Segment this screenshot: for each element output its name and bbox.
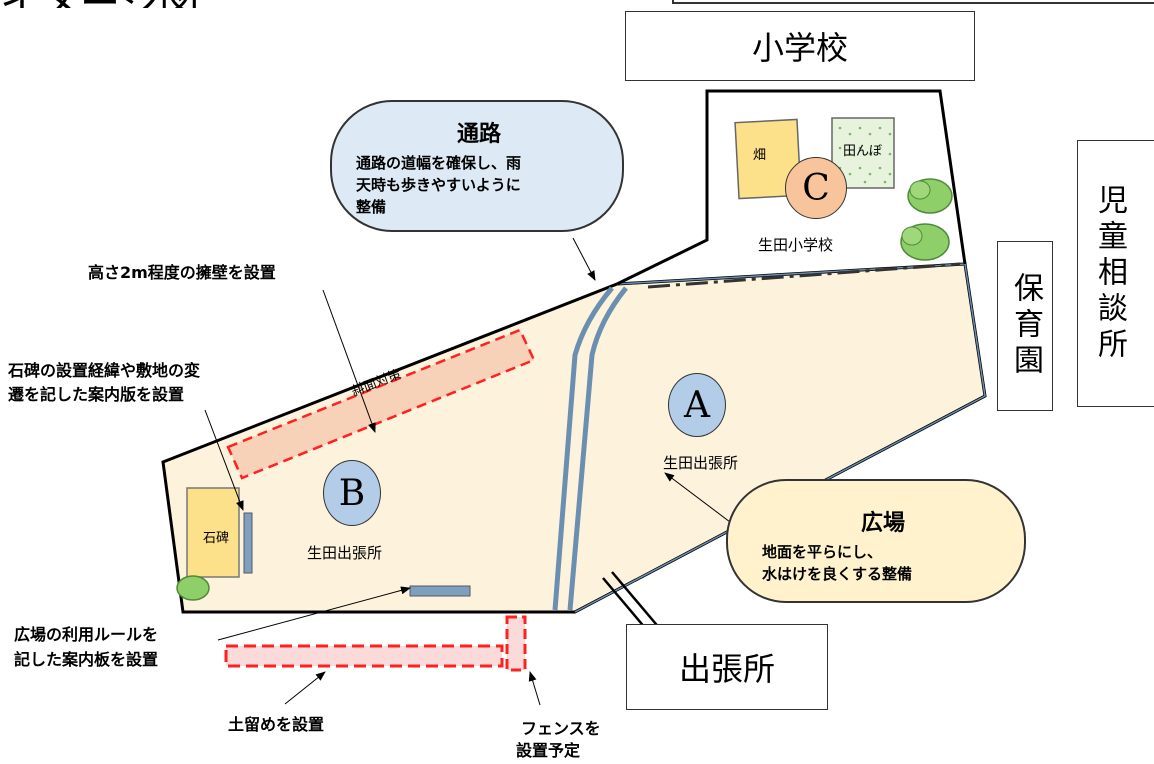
passage-path-left [552,286,614,611]
arrow-monument-board [204,409,244,511]
arrow-retaining-wall [322,289,376,433]
entrance-line-2 [611,571,662,631]
passage-callout-line3: 整備 [356,198,387,216]
arrow-fence [528,671,541,706]
plaza-rules-note-line1: 広場の利用ルールを [14,625,159,644]
top-frame [672,0,1154,4]
passage-path-right [567,286,628,611]
plaza-callout-title: 広場 [860,511,905,536]
fence-note-line2: 設置予定 [516,741,581,760]
branch-office-box: 出張所 [626,624,828,710]
nursery-label: 保育園 [1008,272,1043,380]
field-label: 畑 [753,148,767,163]
monument-rect [186,487,240,578]
branch-office-label: 出張所 [678,650,775,688]
area-a-label: 生田出張所 [663,454,739,472]
plaza-rules-note-line2: 記した案内板を設置 [14,650,159,669]
elementary-school-label: 小学校 [751,29,848,67]
school-site-divider [647,262,961,289]
passage-callout-line1: 通路の道幅を確保し、雨 [356,154,522,172]
monument-board [243,512,253,574]
retaining-wall-note: 高さ2m程度の擁壁を設置 [88,263,276,282]
elementary-school-box: 小学校 [625,11,975,81]
area-c-label: 生田小学校 [758,236,834,254]
child-consultation-label: 児童相談所 [1092,183,1127,364]
tree-icon [900,223,950,261]
monument-board-note-line1: 石碑の設置経緯や敷地の変 [8,361,201,380]
area-c-letter: C [802,167,830,209]
arrow-plaza-rules [217,586,411,641]
area-a-marker: A [668,373,726,437]
arrow-plaza [664,472,731,523]
passage-callout: 通路 通路の道幅を確保し、雨 天時も歩きやすいように 整備 [330,100,624,232]
page-title: イメージ図 [0,0,200,8]
field-rect [734,118,802,200]
plaza-callout: 広場 地面を平らにし、 水はけを良くする整備 [726,479,1026,603]
arrow-passage [572,237,596,281]
passage-callout-line2: 天時も歩きやすいように [356,176,521,194]
fence-area [505,615,527,672]
area-b-marker: B [323,460,381,526]
plaza-callout-line1: 地面を平らにし、 [762,543,883,561]
earth-retaining-area [224,644,504,668]
plaza-callout-line2: 水はけを良くする整備 [762,565,913,583]
nursery-box: 保育園 [997,241,1053,411]
tree-icon [176,575,210,601]
area-b-letter: B [338,472,366,514]
child-consultation-box: 児童相談所 [1077,140,1154,407]
monument-board-note-line2: 遷を記した案内版を設置 [8,385,185,404]
area-b-label: 生田出張所 [307,544,383,562]
fence-note-line1: フェンスを [521,719,601,738]
tree-icon [907,178,953,214]
monument-label: 石碑 [203,531,230,546]
arrow-earth-retaining [284,671,326,705]
slope-measure-area [226,328,536,480]
area-a-letter: A [684,384,710,426]
rice-paddy-label: 田んぼ [843,144,883,159]
plaza-sign-board [409,585,471,597]
passage-callout-title: 通路 [456,122,501,147]
earth-retaining-note: 土留めを設置 [228,715,325,734]
area-c-marker: C [785,157,847,219]
school-boundary [616,89,967,286]
